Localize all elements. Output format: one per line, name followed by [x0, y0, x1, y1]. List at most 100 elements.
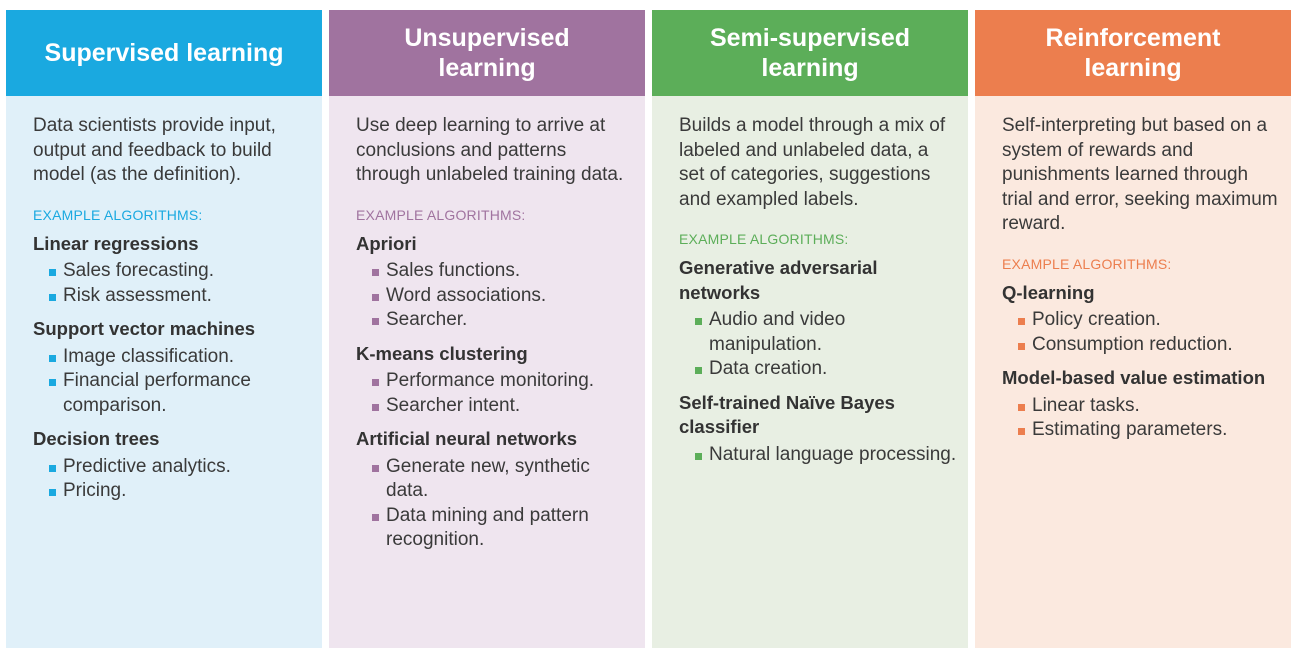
use-item: Natural language processing.	[679, 443, 958, 468]
algorithm-name: Support vector machines	[33, 318, 256, 339]
use-text: Performance monitoring.	[386, 370, 595, 391]
use-list: Sales forecasting. Risk assessment.	[33, 259, 312, 308]
use-text: Policy creation.	[1032, 309, 1161, 330]
use-text: Linear tasks.	[1032, 394, 1140, 416]
column-body: Data scientists provide input, output an…	[6, 96, 322, 648]
square-bullet-icon	[49, 379, 56, 386]
column-header: Semi-supervised learning	[652, 10, 968, 96]
example-algorithms-label: EXAMPLE ALGORITHMS:	[356, 206, 526, 223]
use-list: Image classification. Financial performa…	[33, 345, 312, 419]
use-text: Searcher.	[386, 309, 468, 330]
algorithm-name: K-means clustering	[356, 342, 528, 364]
use-item: Sales forecasting.	[33, 259, 312, 284]
use-text: Generate new, synthetic data.	[386, 455, 590, 502]
column-title: Unsupervised learning	[404, 24, 570, 82]
column-title: Reinforcement learning	[1045, 24, 1221, 82]
use-item: Searcher intent.	[356, 394, 635, 419]
square-bullet-icon	[1018, 428, 1025, 435]
column-header: Supervised learning	[6, 10, 322, 96]
example-algorithms-label: EXAMPLE ALGORITHMS:	[33, 206, 203, 223]
use-text: Predictive analytics.	[63, 455, 231, 477]
use-list: Audio and video manipulation. Data creat…	[679, 308, 958, 382]
algorithm-block: Artificial neural networks Generate new,…	[356, 427, 635, 553]
square-bullet-icon	[372, 513, 379, 521]
algorithm-block: Apriori Sales functions. Word associatio…	[356, 232, 635, 333]
use-text: Sales forecasting.	[63, 260, 215, 281]
use-item: Policy creation.	[1002, 308, 1281, 333]
use-item: Image classification.	[33, 345, 312, 370]
square-bullet-icon	[695, 367, 702, 374]
square-bullet-icon	[49, 354, 56, 362]
use-item: Linear tasks.	[1002, 394, 1281, 419]
use-list: Predictive analytics. Pricing.	[33, 455, 312, 504]
use-text: Risk assessment.	[63, 284, 212, 306]
algorithm-name: Model-based value estimation	[1002, 367, 1266, 388]
square-bullet-icon	[372, 293, 379, 301]
algorithm-name: Apriori	[356, 232, 417, 254]
square-bullet-icon	[1018, 318, 1025, 325]
example-algorithms-label: EXAMPLE ALGORITHMS:	[679, 231, 849, 247]
square-bullet-icon	[1018, 403, 1025, 411]
algorithm-block: Linear regressions Sales forecasting. Ri…	[33, 232, 312, 309]
column-description: Data scientists provide input, output an…	[33, 115, 276, 185]
square-bullet-icon	[372, 318, 379, 325]
use-list: Policy creation. Consumption reduction.	[1002, 308, 1281, 357]
use-text: Data mining and pattern recognition.	[386, 504, 589, 551]
use-text: Audio and video manipulation.	[709, 309, 846, 355]
algorithm-name: Artificial neural networks	[356, 428, 578, 449]
column-unsupervised: Unsupervised learning Use deep learning …	[329, 10, 645, 648]
use-item: Estimating parameters.	[1002, 418, 1281, 443]
use-text: Pricing.	[63, 480, 127, 501]
use-item: Consumption reduction.	[1002, 333, 1281, 358]
algorithm-block: Q-learning Policy creation. Consumption …	[1002, 281, 1281, 358]
column-description: Use deep learning to arrive at conclusio…	[356, 115, 624, 185]
algorithm-name: Self-trained Naïve Bayes classifier	[679, 391, 895, 438]
use-list: Generate new, synthetic data. Data minin…	[356, 455, 635, 553]
use-text: Financial performance comparison.	[63, 370, 251, 416]
column-description: Builds a model through a mix of labeled …	[679, 115, 946, 210]
use-item: Risk assessment.	[33, 284, 312, 309]
use-text: Consumption reduction.	[1032, 333, 1233, 355]
use-item: Generate new, synthetic data.	[356, 455, 635, 504]
square-bullet-icon	[372, 269, 379, 276]
square-bullet-icon	[49, 464, 56, 472]
use-item: Sales functions.	[356, 259, 635, 284]
use-text: Sales functions.	[386, 260, 521, 281]
use-text: Searcher intent.	[386, 394, 521, 416]
square-bullet-icon	[372, 464, 379, 472]
algorithm-block: Self-trained Naïve Bayes classifier Natu…	[679, 391, 958, 468]
use-item: Audio and video manipulation.	[679, 308, 958, 357]
algorithm-name: Q-learning	[1002, 281, 1095, 303]
square-bullet-icon	[695, 452, 702, 460]
use-item: Pricing.	[33, 479, 312, 504]
use-list: Sales functions. Word associations. Sear…	[356, 259, 635, 333]
example-algorithms-label: EXAMPLE ALGORITHMS:	[1002, 255, 1172, 272]
use-item: Searcher.	[356, 308, 635, 333]
column-reinforcement: Reinforcement learning Self-interpreting…	[975, 10, 1291, 648]
algorithm-name: Decision trees	[33, 428, 160, 449]
use-item: Financial performance comparison.	[33, 369, 312, 418]
square-bullet-icon	[372, 379, 379, 386]
algorithm-block: Decision trees Predictive analytics. Pri…	[33, 427, 312, 504]
column-header: Reinforcement learning	[975, 10, 1291, 96]
square-bullet-icon	[49, 489, 56, 496]
square-bullet-icon	[49, 293, 56, 301]
square-bullet-icon	[49, 269, 56, 276]
square-bullet-icon	[1018, 342, 1025, 350]
use-item: Predictive analytics.	[33, 455, 312, 480]
column-title: Semi-supervised learning	[709, 24, 911, 82]
algorithm-block: Support vector machines Image classifica…	[33, 317, 312, 418]
column-semi-supervised: Semi-supervised learning Builds a model …	[652, 10, 968, 648]
column-title: Supervised learning	[44, 39, 284, 67]
column-supervised: Supervised learning Data scientists prov…	[6, 10, 322, 648]
algorithm-name: Linear regressions	[33, 232, 199, 254]
use-item: Data creation.	[679, 357, 958, 382]
use-text: Data creation.	[709, 358, 828, 379]
use-text: Estimating parameters.	[1032, 419, 1228, 440]
use-item: Performance monitoring.	[356, 369, 635, 394]
use-list: Performance monitoring. Searcher intent.	[356, 369, 635, 418]
use-list: Natural language processing.	[679, 443, 958, 468]
use-list: Linear tasks. Estimating parameters.	[1002, 394, 1281, 443]
algorithm-block: Generative adversarial networks Audio an…	[679, 256, 958, 382]
